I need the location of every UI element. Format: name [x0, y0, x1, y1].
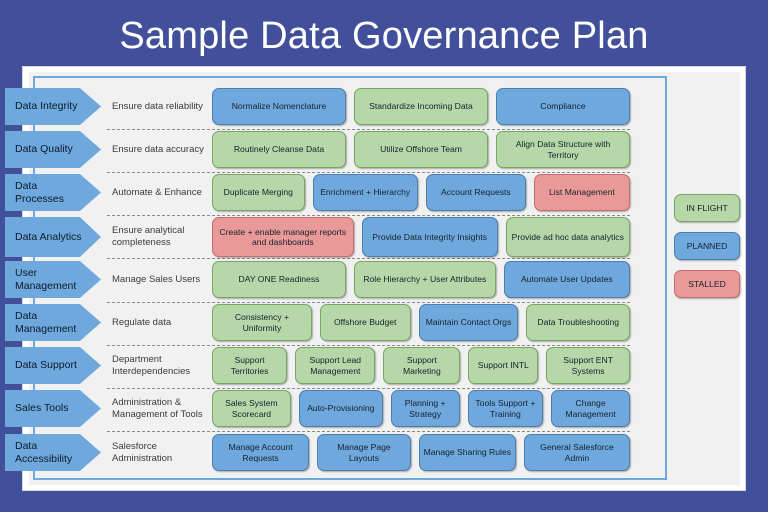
- initiative-box[interactable]: Role Hierarchy + User Attributes: [354, 261, 496, 298]
- row-separator: [107, 172, 630, 173]
- row-goal-text: Regulate data: [112, 316, 172, 328]
- row-goal-text: Administration & Management of Tools: [112, 396, 203, 420]
- category-chevron[interactable]: Data Analytics: [5, 217, 101, 257]
- initiative-box[interactable]: DAY ONE Readiness: [212, 261, 346, 298]
- initiative-box[interactable]: Tools Support + Training: [467, 390, 544, 427]
- category-chevron[interactable]: Sales Tools: [5, 390, 101, 427]
- category-label: Data Integrity: [15, 100, 78, 112]
- initiative-box[interactable]: Automate User Updates: [503, 261, 630, 298]
- initiative-box[interactable]: Duplicate Merging: [212, 174, 305, 211]
- initiative-box[interactable]: List Management: [533, 174, 630, 211]
- category-label: User Management: [15, 266, 77, 292]
- row-separator: [107, 302, 630, 303]
- initiative-box[interactable]: Planning + Strategy: [390, 390, 460, 427]
- row-goal-text: Automate & Enhance: [112, 186, 202, 198]
- legend-item-green[interactable]: IN FLIGHT: [674, 194, 740, 222]
- row-separator: [107, 431, 630, 432]
- initiative-box[interactable]: Support ENT Systems: [546, 347, 630, 384]
- category-chevron[interactable]: Data Processes: [5, 174, 101, 211]
- row-separator: [107, 345, 630, 346]
- row-goal-text: Department Interdependencies: [112, 353, 191, 377]
- initiative-box[interactable]: Normalize Nomenclature: [212, 88, 346, 125]
- category-chevron[interactable]: Data Accessibility: [5, 434, 101, 471]
- initiative-box[interactable]: Utilize Offshore Team: [354, 131, 488, 168]
- row-separator: [107, 129, 630, 130]
- category-label: Data Support: [15, 359, 77, 371]
- row-goal-text: Ensure data accuracy: [112, 143, 204, 155]
- initiative-box[interactable]: General Salesforce Admin: [523, 434, 630, 471]
- initiative-box[interactable]: Support Marketing: [383, 347, 461, 384]
- initiative-box[interactable]: Account Requests: [425, 174, 526, 211]
- category-chevron[interactable]: Data Quality: [5, 131, 101, 168]
- row-separator: [107, 258, 630, 259]
- initiative-box[interactable]: Enrichment + Hierarchy: [312, 174, 418, 211]
- category-chevron[interactable]: Data Management: [5, 304, 101, 341]
- initiative-box[interactable]: Consistency + Uniformity: [212, 304, 312, 341]
- legend-item-blue[interactable]: PLANNED: [674, 232, 740, 260]
- initiative-box[interactable]: Manage Page Layouts: [317, 434, 411, 471]
- initiative-box[interactable]: Provide ad hoc data analytics: [505, 217, 630, 257]
- initiative-box[interactable]: Support INTL: [468, 347, 539, 384]
- initiative-box[interactable]: Data Troubleshooting: [526, 304, 630, 341]
- initiative-box[interactable]: Create + enable manager reports and dash…: [212, 217, 354, 257]
- page-title: Sample Data Governance Plan: [119, 15, 649, 57]
- initiative-box[interactable]: Sales System Scorecard: [212, 390, 291, 427]
- category-label: Sales Tools: [15, 402, 69, 414]
- initiative-box[interactable]: Offshore Budget: [319, 304, 411, 341]
- category-chevron[interactable]: Data Integrity: [5, 88, 101, 125]
- row-goal-text: Salesforce Administration: [112, 440, 173, 464]
- category-label: Data Processes: [15, 179, 65, 205]
- initiative-box[interactable]: Auto-Provisioning: [298, 390, 383, 427]
- initiative-box[interactable]: Align Data Structure with Territory: [496, 131, 630, 168]
- category-label: Data Quality: [15, 143, 73, 155]
- initiative-box[interactable]: Change Management: [551, 390, 630, 427]
- category-chevron[interactable]: User Management: [5, 261, 101, 298]
- initiative-box[interactable]: Support Territories: [212, 347, 288, 384]
- status-legend: IN FLIGHT PLANNED STALLED: [674, 194, 740, 308]
- initiative-box[interactable]: Provide Data Integrity Insights: [361, 217, 498, 257]
- initiative-box[interactable]: Compliance: [496, 88, 630, 125]
- row-goal-text: Ensure analytical completeness: [112, 225, 185, 248]
- row-goal-text: Manage Sales Users: [112, 273, 201, 285]
- initiative-box[interactable]: Support Lead Management: [295, 347, 376, 384]
- row-goal-text: Ensure data reliability: [112, 100, 203, 112]
- category-label: Data Management: [15, 309, 77, 335]
- initiative-box[interactable]: Routinely Cleanse Data: [212, 131, 346, 168]
- initiative-box[interactable]: Maintain Contact Orgs: [418, 304, 519, 341]
- initiative-box[interactable]: Manage Sharing Rules: [418, 434, 516, 471]
- initiative-box[interactable]: Standardize Incoming Data: [354, 88, 488, 125]
- category-chevron[interactable]: Data Support: [5, 347, 101, 384]
- category-label: Data Analytics: [15, 230, 82, 243]
- row-items: Create + enable manager reports and dash…: [212, 217, 630, 257]
- initiative-box[interactable]: Manage Account Requests: [212, 434, 310, 471]
- category-label: Data Accessibility: [15, 439, 73, 465]
- row-separator: [107, 215, 630, 216]
- legend-item-red[interactable]: STALLED: [674, 270, 740, 298]
- row-separator: [107, 388, 630, 389]
